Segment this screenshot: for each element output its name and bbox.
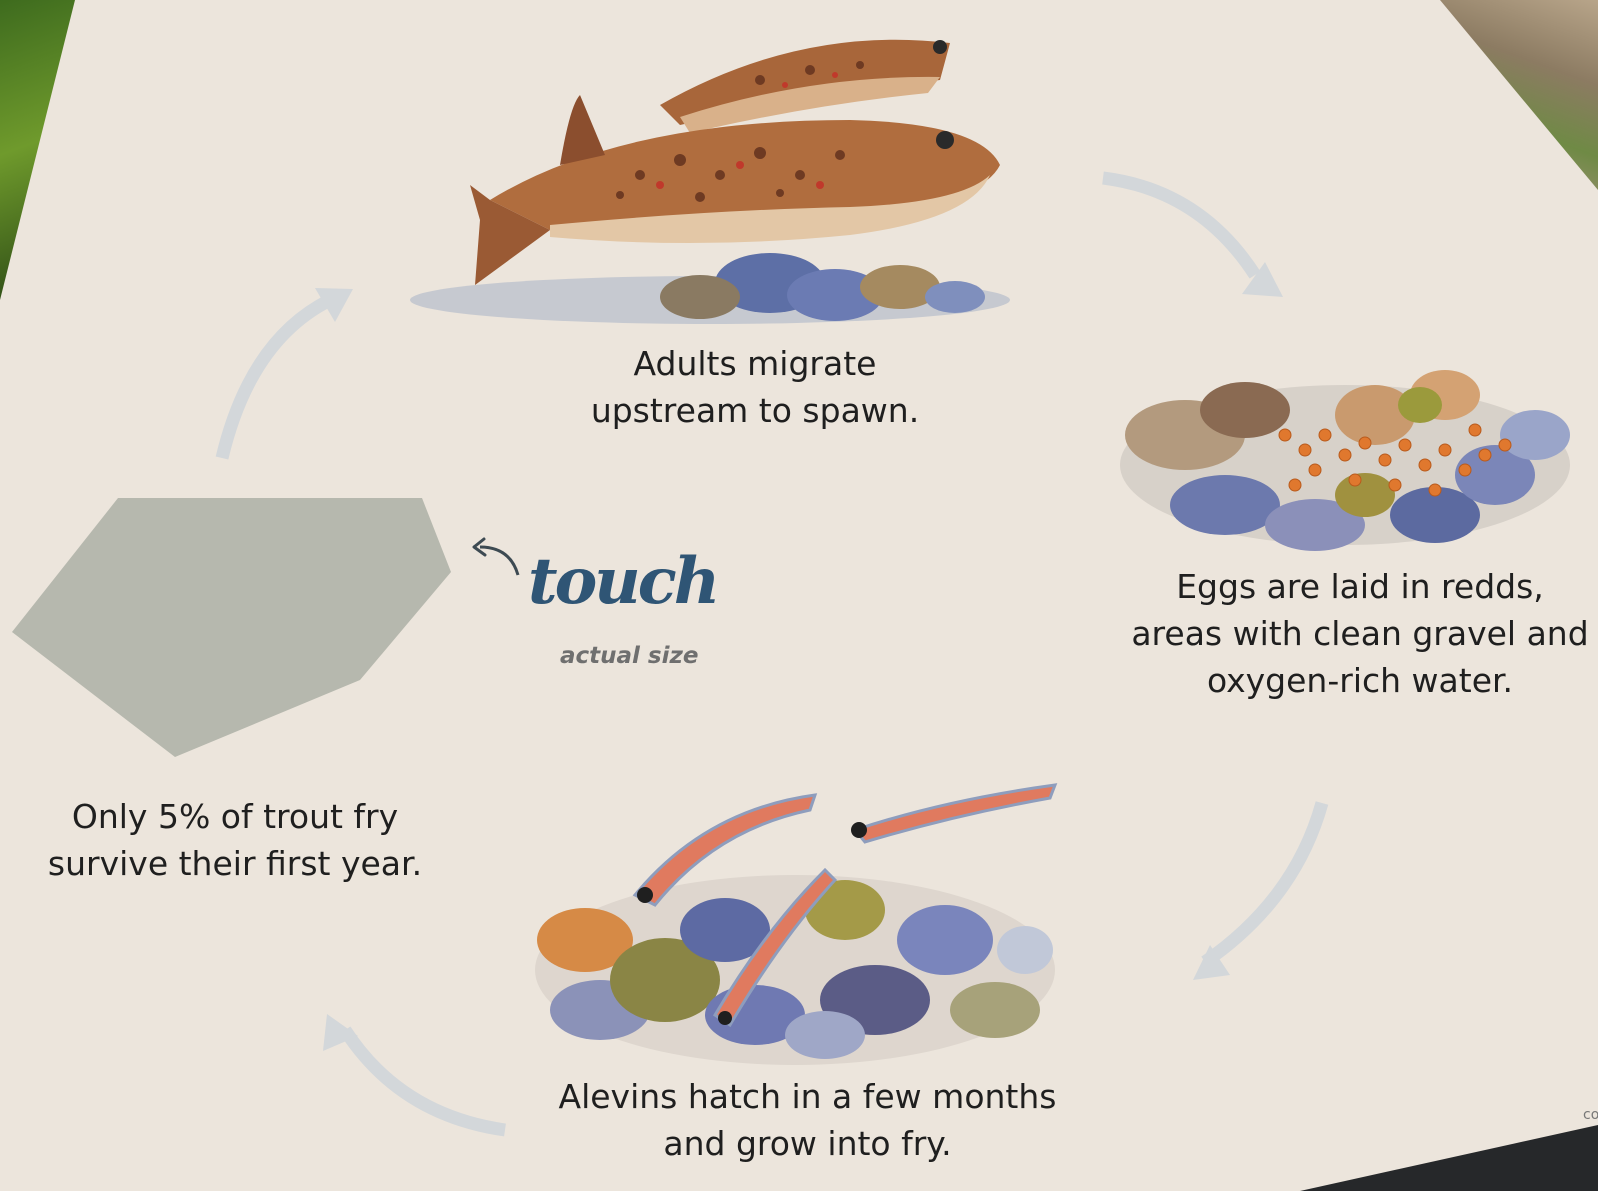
caption-line: survive their first year. (25, 840, 445, 887)
caption-line: Alevins hatch in a few months (530, 1073, 1085, 1120)
arrow-to-fry (345, 1030, 505, 1130)
caption-adults: Adults migrate upstream to spawn. (545, 340, 965, 434)
actual-size-label: actual size (560, 643, 699, 669)
arrow-to-eggs (1103, 178, 1255, 275)
caption-line: areas with clean gravel and (1125, 610, 1595, 657)
caption-line: Eggs are laid in redds, (1125, 563, 1595, 610)
caption-alevins: Alevins hatch in a few months and grow i… (530, 1073, 1085, 1167)
caption-fry: Only 5% of trout fry survive their first… (25, 793, 445, 887)
caption-line: and grow into fry. (530, 1120, 1085, 1167)
trout-eggs-gravel-illustration (1115, 355, 1580, 560)
spawning-trout-illustration (380, 25, 1020, 345)
curved-arrow-icon (470, 535, 530, 585)
caption-line: Only 5% of trout fry (25, 793, 445, 840)
caption-line: Adults migrate (545, 340, 965, 387)
fry-touch-shape[interactable] (0, 0, 460, 770)
caption-eggs: Eggs are laid in redds, areas with clean… (1125, 563, 1595, 704)
alevins-in-gravel-illustration (525, 770, 1070, 1075)
caption-line: upstream to spawn. (545, 387, 965, 434)
touch-label: touch (528, 550, 717, 614)
arrow-to-alevins (1205, 803, 1322, 962)
corner-text: co (1583, 1107, 1598, 1123)
caption-line: oxygen-rich water. (1125, 657, 1595, 704)
